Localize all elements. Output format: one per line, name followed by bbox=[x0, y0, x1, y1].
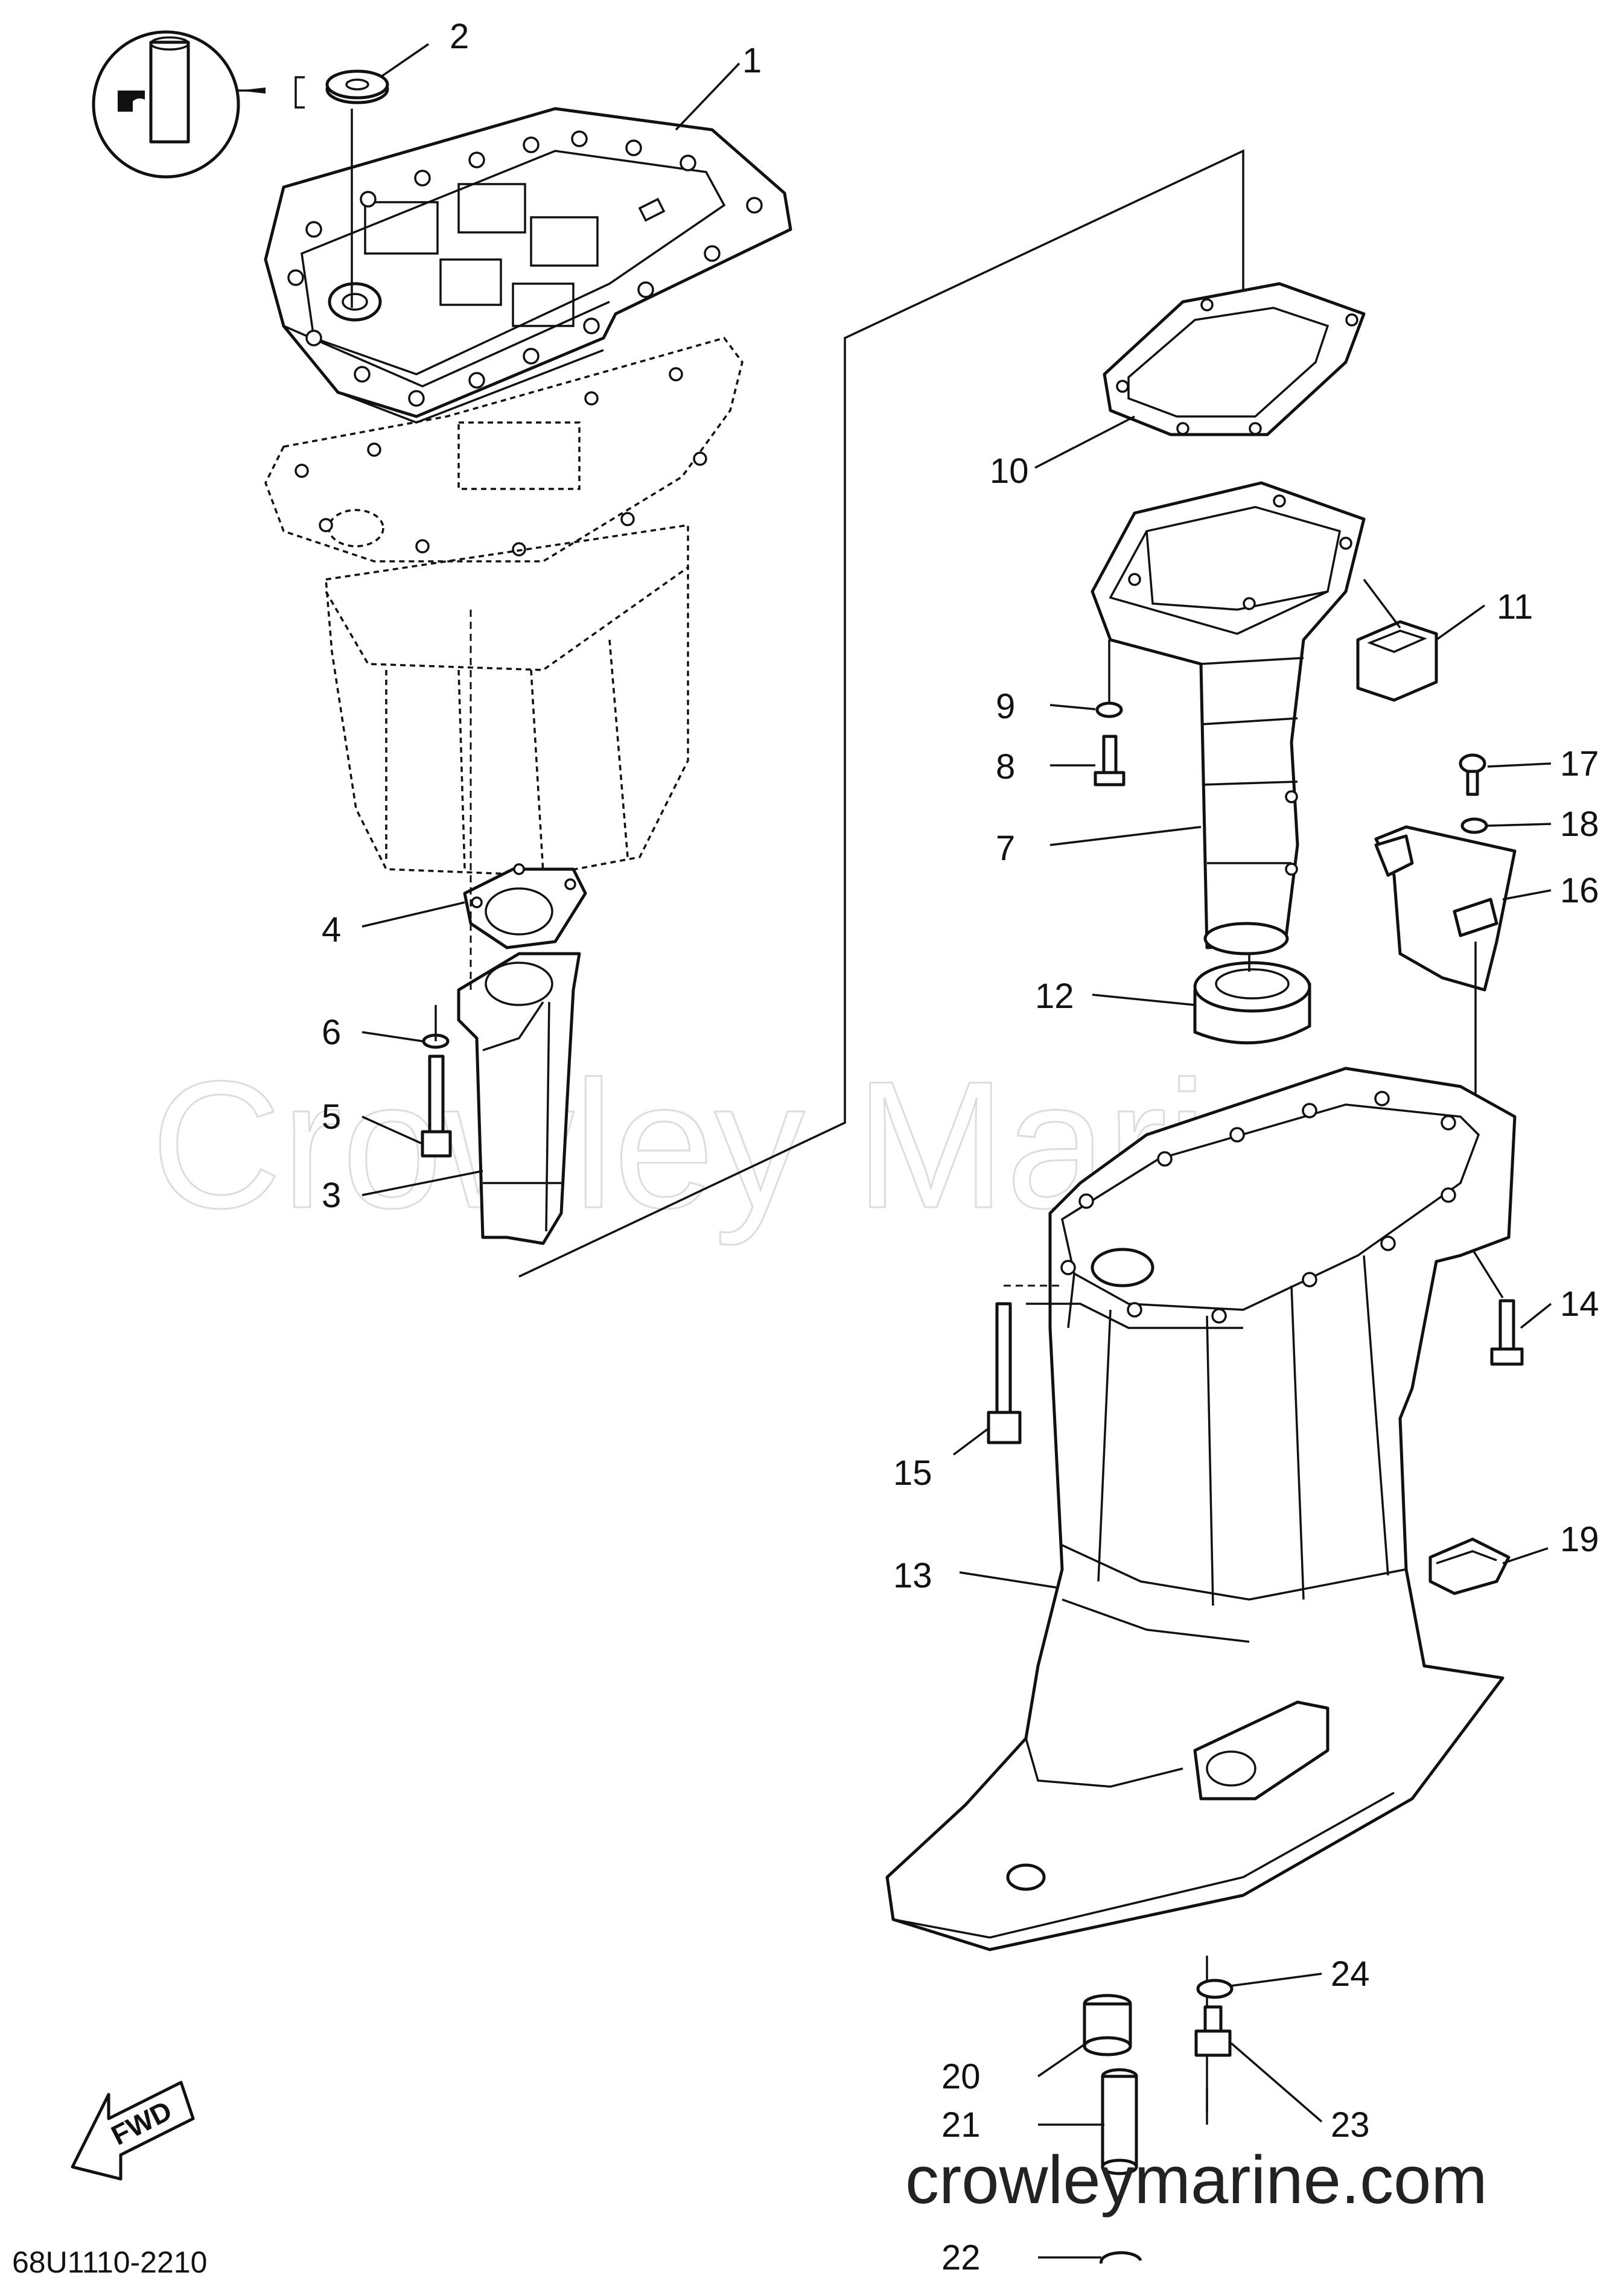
part-9-washer bbox=[1095, 701, 1123, 718]
part-7-exhaust-guide bbox=[1091, 481, 1366, 955]
part-20-bushing bbox=[1083, 1994, 1132, 2056]
callout-5: 5 bbox=[322, 1097, 341, 1137]
ghost-gasket bbox=[264, 336, 744, 563]
callout-4: 4 bbox=[322, 910, 341, 949]
part-14-bolt bbox=[1490, 1299, 1524, 1366]
part-18-washer bbox=[1460, 817, 1488, 834]
callout-8: 8 bbox=[996, 747, 1015, 786]
callout-14: 14 bbox=[1560, 1284, 1599, 1324]
callout-11: 11 bbox=[1497, 587, 1533, 627]
leader-lines bbox=[361, 43, 1552, 2259]
part-2-grommet bbox=[325, 69, 389, 104]
grease-symbol-inset bbox=[92, 30, 305, 179]
callout-10: 10 bbox=[990, 451, 1029, 491]
website-url: crowleymarine.com bbox=[905, 2142, 1488, 2218]
callout-2: 2 bbox=[450, 17, 469, 56]
callout-22: 22 bbox=[941, 2238, 981, 2277]
part-13-upper-casing bbox=[885, 1067, 1517, 1951]
callout-15: 15 bbox=[893, 1453, 932, 1493]
part-4-gasket bbox=[463, 863, 587, 949]
callout-21: 21 bbox=[941, 2105, 981, 2145]
callout-17: 17 bbox=[1560, 744, 1599, 783]
ghost-oil-pan bbox=[325, 523, 689, 876]
part-10-gasket bbox=[1103, 282, 1366, 436]
part-11-seal bbox=[1356, 578, 1438, 702]
diagram-code: 68U1110-2210 bbox=[12, 2245, 207, 2279]
part-5-bolt bbox=[421, 1054, 452, 1158]
part-15-bolt bbox=[987, 1302, 1022, 1444]
part-12-mount-rubber bbox=[1193, 954, 1311, 1045]
part-19-clip bbox=[1428, 1537, 1511, 1595]
part-1-upper-plate bbox=[264, 107, 792, 424]
part-3-exhaust-pipe bbox=[457, 952, 581, 1245]
part-21-sleeve bbox=[1101, 2068, 1138, 2175]
callout-1: 1 bbox=[742, 41, 762, 80]
callout-20: 20 bbox=[941, 2057, 981, 2096]
callout-24: 24 bbox=[1331, 1954, 1370, 1994]
callout-16: 16 bbox=[1560, 871, 1599, 910]
callout-12: 12 bbox=[1035, 977, 1074, 1016]
callout-labels: 1 2 3 4 5 6 7 8 9 10 11 12 13 14 15 16 1… bbox=[322, 17, 1599, 2277]
callout-19: 19 bbox=[1560, 1520, 1599, 1559]
part-17-screw bbox=[1459, 753, 1486, 796]
callout-7: 7 bbox=[996, 829, 1015, 868]
callout-23: 23 bbox=[1331, 2105, 1370, 2145]
group-bracket-line bbox=[518, 149, 1244, 1278]
callout-6: 6 bbox=[322, 1013, 341, 1052]
part-24-washer bbox=[1196, 1979, 1234, 1999]
part-8-bolt bbox=[1094, 735, 1126, 786]
callout-18: 18 bbox=[1560, 805, 1599, 844]
callout-3: 3 bbox=[322, 1176, 341, 1215]
callout-9: 9 bbox=[996, 687, 1015, 726]
part-16-bracket bbox=[1374, 825, 1517, 992]
fwd-arrow: FWD bbox=[71, 2081, 195, 2181]
part-23-plug bbox=[1194, 2005, 1232, 2057]
callout-13: 13 bbox=[893, 1556, 932, 1595]
part-22-circlip bbox=[1100, 2251, 1142, 2264]
